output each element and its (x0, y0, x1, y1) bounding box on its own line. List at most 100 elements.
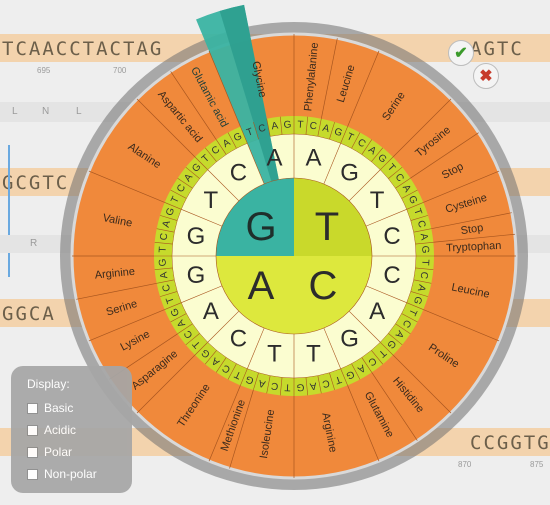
amino-divider (347, 50, 380, 127)
option-label: Basic (44, 401, 74, 415)
codon-divider (388, 333, 403, 346)
first-base-letter: T (315, 205, 339, 249)
third-base-letter: C (175, 183, 188, 195)
second-base-letter: C (230, 159, 247, 186)
checkbox[interactable] (27, 424, 38, 436)
codon-divider (415, 267, 434, 271)
codon-divider (305, 377, 309, 396)
third-base-letter: A (355, 362, 367, 375)
second-base-divider (181, 285, 223, 303)
third-base-letter: G (169, 306, 182, 318)
checkbox[interactable] (27, 468, 38, 480)
third-base-letter: A (271, 120, 280, 132)
codon-divider (415, 241, 434, 245)
second-base-letter: A (306, 144, 322, 171)
codon-divider (380, 156, 394, 170)
amino-letter: L (12, 106, 18, 117)
amino-divider (76, 282, 157, 300)
second-base-divider (247, 143, 265, 185)
amino-divider (136, 98, 196, 158)
codon-divider (154, 241, 173, 245)
codon-divider (253, 121, 259, 140)
codon-divider (401, 313, 418, 323)
second-base-letter: T (306, 341, 321, 368)
codon-divider (170, 313, 187, 323)
second-base-letter: T (267, 341, 282, 368)
codon-divider (227, 132, 237, 149)
amino-divider (433, 233, 515, 243)
codon-divider (204, 147, 217, 162)
first-base-quadrant (216, 256, 294, 334)
amino-letter: R (30, 238, 38, 249)
codon-divider (361, 139, 373, 155)
option-basic[interactable]: Basic (27, 401, 73, 415)
second-base-letter: G (340, 326, 359, 353)
third-base-letter: C (221, 362, 233, 375)
amino-divider (347, 385, 380, 462)
codon-divider (340, 368, 348, 386)
third-base-letter: T (200, 153, 212, 165)
display-title: Display: (27, 377, 70, 391)
position-tick: 695 (37, 66, 51, 75)
second-base-divider (207, 169, 240, 202)
second-base-divider (207, 310, 240, 343)
sequence-text: GGCA (2, 303, 56, 325)
third-base-letter: T (284, 381, 291, 392)
third-base-letter: T (245, 126, 254, 138)
checkbox[interactable] (27, 402, 38, 414)
second-base-letter: G (187, 262, 206, 289)
checkbox[interactable] (27, 446, 38, 458)
display-panel: Display: Basic Acidic Polar Non-polar (11, 366, 132, 493)
third-base-letter: C (321, 377, 331, 389)
codon-divider (240, 368, 248, 386)
third-base-letter: T (406, 307, 419, 317)
third-base-letter: A (257, 377, 266, 389)
third-base-letter: C (158, 232, 170, 241)
third-base-letter: T (419, 259, 430, 266)
codon-divider (395, 323, 411, 335)
amino-letter: L (76, 106, 82, 117)
option-label: Polar (44, 445, 73, 459)
codon-divider (395, 177, 411, 189)
second-base-letter: A (203, 298, 219, 325)
option-acidic[interactable]: Acidic (27, 423, 76, 437)
cancel-button[interactable]: ✖ (473, 63, 499, 89)
second-base-divider (365, 209, 407, 227)
second-base-divider (323, 327, 341, 369)
codon-divider (156, 228, 175, 233)
codon-divider (159, 291, 178, 297)
second-base-divider (348, 169, 381, 202)
first-base-quadrant (294, 178, 372, 256)
third-base-letter: C (270, 380, 279, 392)
third-base-letter: T (158, 246, 169, 253)
sequence-text: AGTC (470, 38, 524, 60)
second-base-divider (247, 327, 265, 369)
third-base-letter: C (415, 219, 427, 229)
codon-divider (388, 166, 403, 179)
amino-divider (170, 71, 217, 140)
second-base-letter: C (230, 326, 247, 353)
amino-divider (88, 309, 165, 342)
option-polar[interactable]: Polar (27, 445, 72, 459)
third-base-letter: T (164, 295, 176, 304)
third-base-letter: A (400, 183, 413, 195)
codon-divider (406, 202, 424, 210)
third-base-letter: G (419, 245, 430, 254)
confirm-button[interactable]: ✔ (448, 40, 474, 66)
option-non-polar[interactable]: Non-polar (27, 467, 97, 481)
first-base-letter: A (248, 264, 275, 308)
amino-acid-label: Valine (102, 212, 134, 230)
codon-divider (329, 372, 335, 391)
codon-divider (154, 267, 173, 271)
third-base-letter: A (415, 283, 427, 292)
amino-acid-label: Arginine (94, 266, 135, 282)
amino-divider (320, 38, 338, 119)
codon-divider (361, 357, 373, 373)
second-base-divider (181, 209, 223, 227)
third-base-letter: T (385, 162, 397, 174)
codon-divider (340, 126, 348, 144)
third-base-letter: C (257, 123, 267, 135)
codon-divider (215, 357, 227, 373)
